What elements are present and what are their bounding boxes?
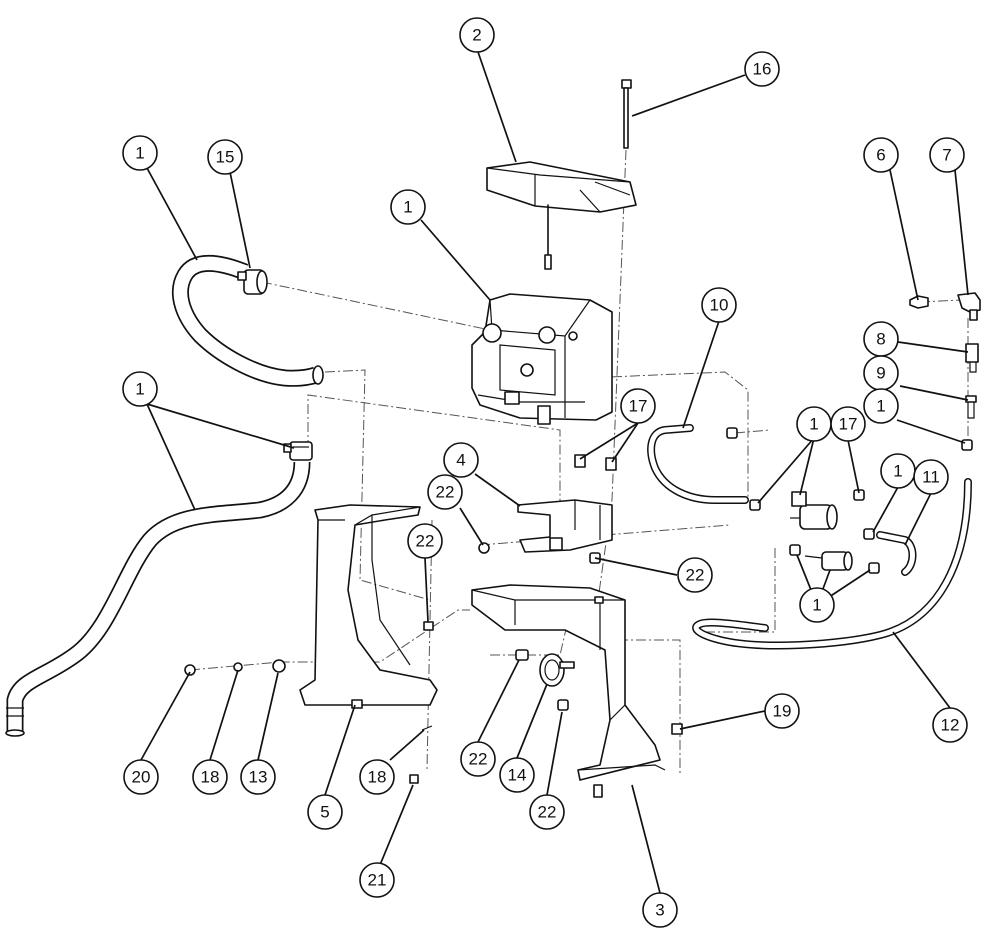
svg-text:5: 5 xyxy=(320,803,329,822)
callout-1: 1 xyxy=(863,388,899,424)
callout-9: 9 xyxy=(863,355,899,391)
hose-clamp xyxy=(237,269,268,295)
svg-text:20: 20 xyxy=(132,768,151,787)
small-bracket xyxy=(517,499,613,553)
svg-text:14: 14 xyxy=(508,766,527,785)
svg-text:12: 12 xyxy=(941,716,960,735)
svg-text:18: 18 xyxy=(368,768,387,787)
callout-13: 13 xyxy=(240,759,276,795)
callout-3: 3 xyxy=(642,892,678,928)
svg-text:17: 17 xyxy=(629,397,648,416)
small-hardware xyxy=(184,427,973,798)
svg-text:10: 10 xyxy=(710,296,729,315)
callout-22: 22 xyxy=(460,741,496,777)
callout-21: 21 xyxy=(359,862,395,898)
svg-text:22: 22 xyxy=(469,750,488,769)
callout-10: 10 xyxy=(701,287,737,323)
svg-text:18: 18 xyxy=(201,768,220,787)
lower-hose xyxy=(5,461,311,737)
svg-text:1: 1 xyxy=(893,462,902,481)
svg-text:1: 1 xyxy=(812,596,821,615)
svg-text:1: 1 xyxy=(403,198,412,217)
lower-hose-clamp xyxy=(283,441,313,461)
callout-22: 22 xyxy=(407,523,443,559)
callout-22: 22 xyxy=(677,557,713,593)
callout-12: 12 xyxy=(932,707,968,743)
svg-text:9: 9 xyxy=(876,364,885,383)
long-fuel-line xyxy=(692,478,972,650)
svg-text:22: 22 xyxy=(686,566,705,585)
callout-1: 1 xyxy=(796,406,832,442)
grommet xyxy=(539,653,575,687)
callout-8: 8 xyxy=(863,321,899,357)
svg-text:15: 15 xyxy=(216,148,235,167)
small-bent-hose xyxy=(647,424,749,504)
svg-text:21: 21 xyxy=(368,871,387,890)
svg-text:1: 1 xyxy=(135,380,144,399)
short-hose xyxy=(876,531,917,576)
svg-text:8: 8 xyxy=(876,330,885,349)
callout-11: 11 xyxy=(913,459,949,495)
callout-22: 22 xyxy=(427,474,463,510)
svg-text:6: 6 xyxy=(876,146,885,165)
callout-1: 1 xyxy=(880,453,916,489)
side-plate xyxy=(299,504,438,706)
callout-1: 1 xyxy=(122,371,158,407)
callout-14: 14 xyxy=(499,757,535,793)
callout-2: 2 xyxy=(459,17,495,53)
svg-text:22: 22 xyxy=(416,532,435,551)
svg-text:19: 19 xyxy=(773,702,792,721)
svg-text:1: 1 xyxy=(876,397,885,416)
callout-17: 17 xyxy=(830,406,866,442)
svg-text:16: 16 xyxy=(753,60,772,79)
callout-17: 17 xyxy=(620,388,656,424)
fitting-6 xyxy=(909,295,929,309)
callout-7: 7 xyxy=(929,137,965,173)
callout-6: 6 xyxy=(863,137,899,173)
callout-balloons: 2 16 1 15 1 6 7 8 9 1 10 1 17 1 17 1 11 … xyxy=(122,17,968,928)
callout-15: 15 xyxy=(207,139,243,175)
svg-text:1: 1 xyxy=(135,144,144,163)
callout-18: 18 xyxy=(192,759,228,795)
callout-5: 5 xyxy=(307,794,343,830)
svg-text:11: 11 xyxy=(922,468,940,487)
callout-19: 19 xyxy=(764,693,800,729)
upper-hose xyxy=(171,254,324,387)
callout-1: 1 xyxy=(799,587,835,623)
svg-text:4: 4 xyxy=(456,451,465,470)
long-bolt xyxy=(621,79,632,149)
leader-lines xyxy=(140,48,969,894)
callout-22: 22 xyxy=(529,794,565,830)
svg-text:22: 22 xyxy=(436,483,455,502)
svg-text:1: 1 xyxy=(809,415,818,434)
fuel-filter xyxy=(804,551,853,571)
callout-1: 1 xyxy=(390,189,426,225)
svg-text:2: 2 xyxy=(472,26,481,45)
callout-1: 1 xyxy=(122,135,158,171)
svg-text:17: 17 xyxy=(839,415,858,434)
heater-cover xyxy=(486,161,637,270)
callout-18: 18 xyxy=(359,759,395,795)
fitting-8 xyxy=(965,343,979,373)
fuel-pump xyxy=(790,491,838,530)
svg-text:3: 3 xyxy=(655,901,664,920)
main-bracket xyxy=(471,584,666,781)
callout-4: 4 xyxy=(443,442,479,478)
fitting-7 xyxy=(957,292,981,321)
callout-16: 16 xyxy=(744,51,780,87)
svg-text:7: 7 xyxy=(942,146,951,165)
heater-unit xyxy=(471,293,613,425)
svg-text:13: 13 xyxy=(249,768,268,787)
svg-text:22: 22 xyxy=(538,803,557,822)
callout-20: 20 xyxy=(123,759,159,795)
